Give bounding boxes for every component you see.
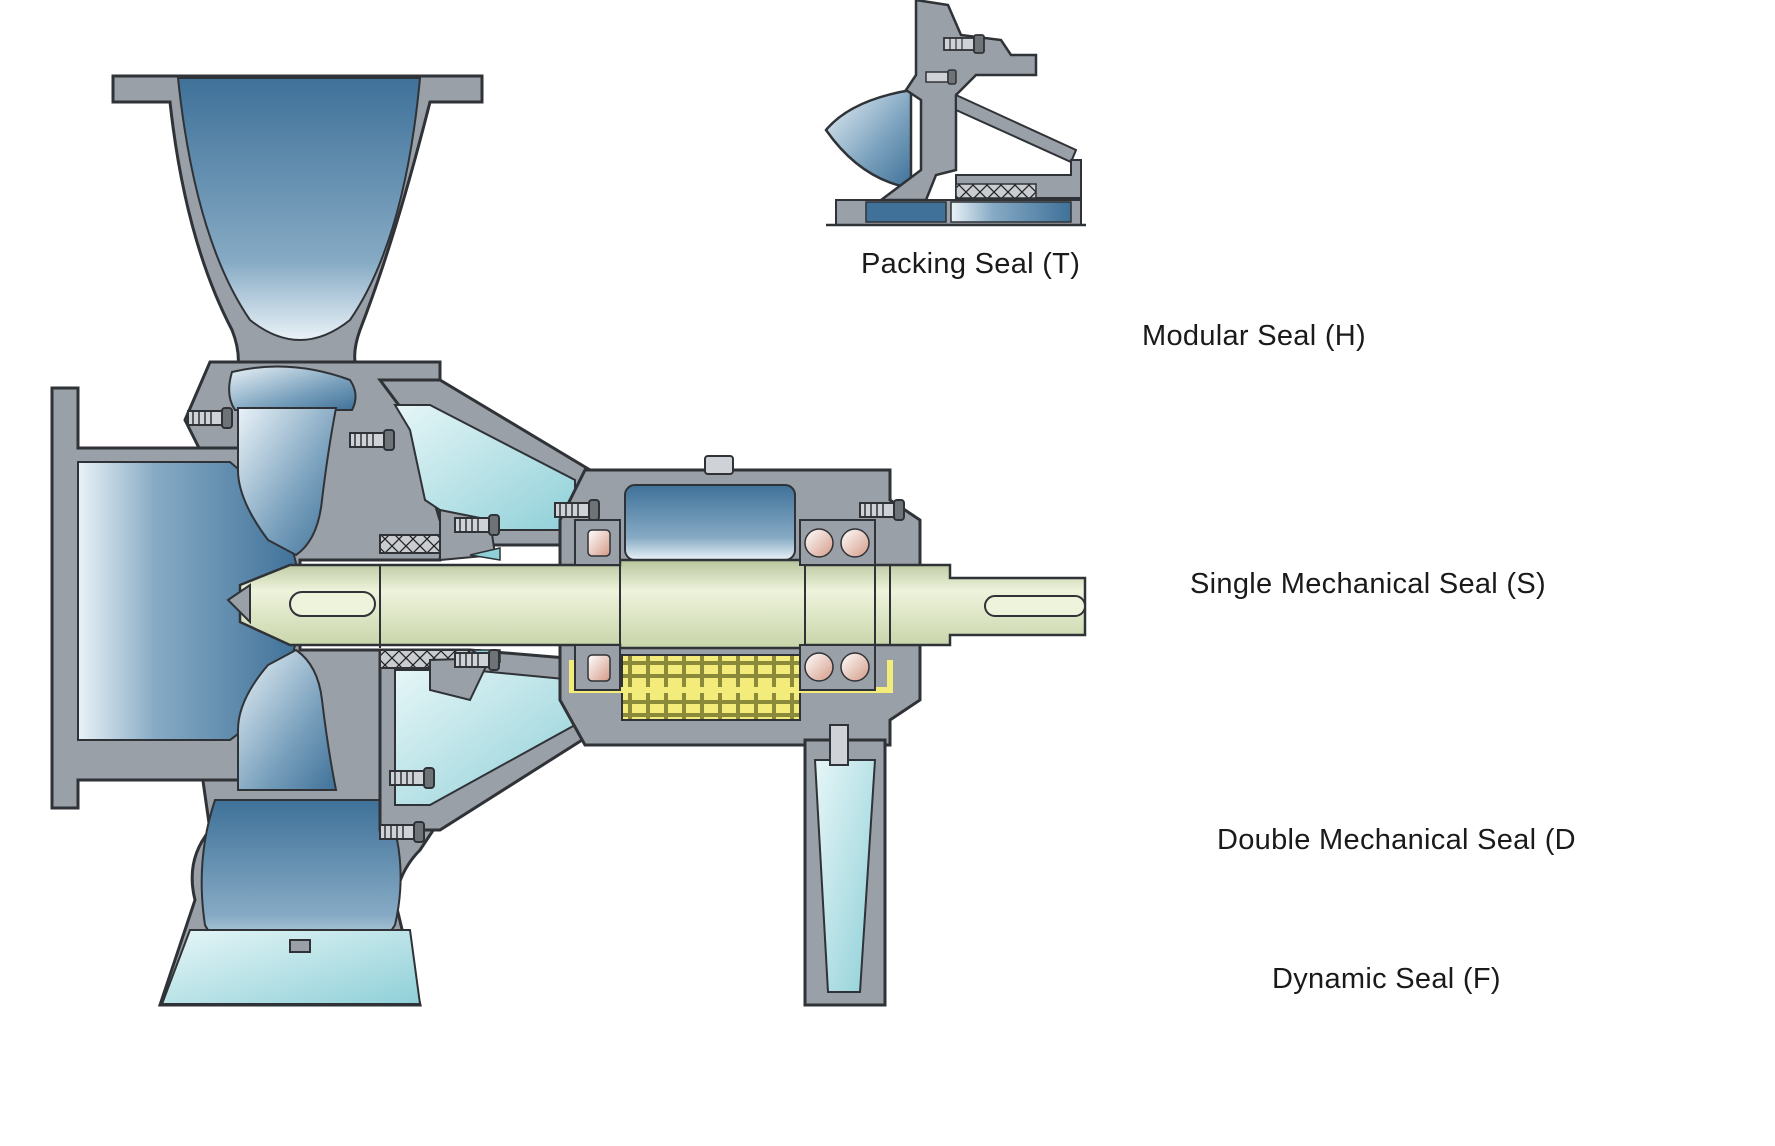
gland-bolt-top [454,514,500,536]
label-single-mechanical-seal: Single Mechanical Seal (S) [1190,568,1546,600]
impeller-keyway [289,591,376,617]
fill-plug [704,455,734,475]
impeller-upper-vane [237,407,338,557]
packing-seal-detail [824,0,1088,227]
main-pump-section [50,74,1087,1007]
coupling-keyway [984,595,1086,617]
impeller-lower-vane [237,648,338,791]
oil-line [569,660,893,693]
oil-chamber-top [624,484,796,561]
casing-bolt-3 [389,767,435,789]
drain-plug [289,939,311,953]
leg-bolt [829,724,849,766]
casing-bolt-1 [187,407,233,429]
bracket-adapter-cavity-top [393,404,576,531]
shaft-nose [226,583,251,625]
ball-bearing-bottom [799,644,876,691]
casing-bolt-4 [379,821,425,843]
label-packing-seal: Packing Seal (T) [861,248,1081,280]
housing-bolt-right [859,499,905,521]
label-dynamic-seal: Dynamic Seal (F) [1272,963,1501,995]
support-leg-cavity [813,759,877,993]
gland-bolt-bottom [454,649,500,671]
discharge-fluid [176,77,422,341]
housing-bolt-left [554,499,600,521]
volute-foot [160,929,422,1005]
label-modular-seal: Modular Seal (H) [1142,320,1366,352]
roller-bearing-top [574,519,621,566]
ball-bearing-top [799,519,876,566]
label-double-mechanical-seal: Double Mechanical Seal (D [1217,824,1576,856]
roller-bearing-bottom [574,644,621,691]
casing-bolt-2 [349,429,395,451]
shaft-steps [379,560,891,648]
volute-upper-passage [228,365,357,411]
